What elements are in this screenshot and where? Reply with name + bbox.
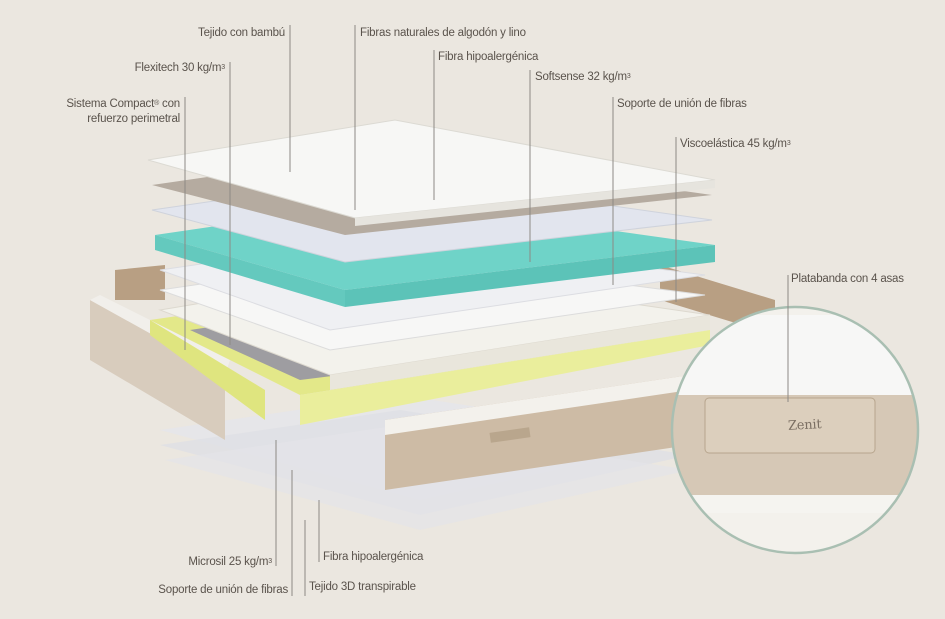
label-visco-text: Viscoelástica 45 kg/m bbox=[680, 138, 787, 150]
brand-label: Zenit bbox=[787, 417, 822, 434]
label-hypoallergenic-top: Fibra hipoalergénica bbox=[438, 51, 539, 63]
superscript: 3 bbox=[626, 73, 631, 80]
comfort-layers bbox=[147, 119, 716, 390]
superscript: 3 bbox=[221, 64, 225, 71]
superscript: 3 bbox=[786, 140, 791, 147]
label-compact-system: Sistema Compact® con refuerzo perimetral bbox=[66, 97, 180, 127]
label-fiber-support-top: Soporte de unión de fibras bbox=[617, 98, 747, 110]
label-bamboo: Tejido con bambú bbox=[198, 27, 285, 39]
label-flexitech-text: Flexitech 30 kg/m bbox=[134, 62, 222, 74]
label-natural-fibers: Fibras naturales de algodón y lino bbox=[360, 27, 526, 39]
label-platabanda: Platabanda con 4 asas bbox=[791, 273, 904, 285]
compact-line2: refuerzo perimetral bbox=[87, 113, 180, 125]
handle-logo bbox=[489, 427, 531, 443]
label-3d-fabric: Tejido 3D transpirable bbox=[309, 581, 416, 593]
label-microsil: Microsil 25 kg/m3 bbox=[188, 555, 272, 570]
label-flexitech: Flexitech 30 kg/m3 bbox=[134, 61, 226, 76]
leader-lines bbox=[184, 25, 789, 596]
label-fiber-support-bottom: Soporte de unión de fibras bbox=[158, 584, 288, 596]
label-visco: Viscoelástica 45 kg/m3 bbox=[680, 137, 791, 152]
label-microsil-text: Microsil 25 kg/m bbox=[188, 556, 269, 568]
compact-line1-end: con bbox=[159, 98, 180, 110]
label-softsense-text: Softsense 32 kg/m bbox=[535, 71, 627, 83]
registered-mark: ® bbox=[154, 100, 160, 107]
compact-line1: Sistema Compact bbox=[66, 98, 155, 110]
label-hypoallergenic-bottom: Fibra hipoalergénica bbox=[323, 551, 424, 563]
superscript: 3 bbox=[268, 558, 272, 565]
label-softsense: Softsense 32 kg/m3 bbox=[535, 70, 631, 85]
